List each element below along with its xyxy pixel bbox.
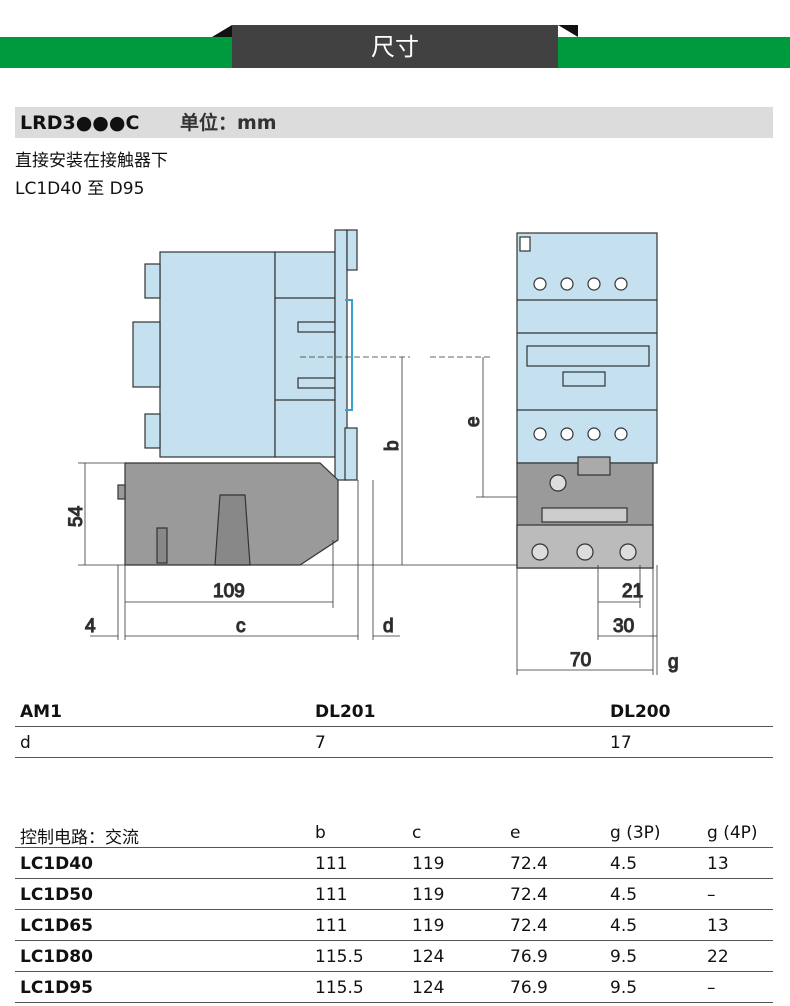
value-cell: 119 — [412, 885, 445, 905]
unit-label: 单位：mm — [180, 112, 277, 134]
model-cell: LC1D50 — [20, 885, 93, 905]
value-cell: 124 — [412, 947, 445, 967]
mounting-note: 直接安装在接触器下 — [15, 151, 168, 171]
cell: d — [20, 733, 31, 753]
product-model: LRD3●●●C — [20, 112, 140, 134]
value-cell: – — [707, 978, 716, 998]
dim-g: g — [668, 652, 679, 673]
front-view-relay — [516, 456, 654, 569]
table-row: LC1D50 111 119 72.4 4.5 – — [15, 879, 773, 910]
front-view-contactor — [516, 232, 658, 464]
section-title: 尺寸 — [212, 25, 578, 68]
value-cell: 124 — [412, 978, 445, 998]
model-cell: LC1D40 — [20, 854, 93, 874]
dim-e: e — [463, 416, 484, 427]
header-cell: g (3P) — [610, 823, 661, 843]
table-row: LC1D80 115.5 124 76.9 9.5 22 — [15, 941, 773, 972]
value-cell: 119 — [412, 854, 445, 874]
value-cell: 111 — [315, 885, 348, 905]
range-note: LC1D40 至 D95 — [15, 179, 145, 199]
dim-4: 4 — [85, 616, 96, 637]
dim-c: c — [236, 616, 246, 637]
dim-30: 30 — [613, 616, 634, 637]
value-cell: 4.5 — [610, 885, 638, 905]
side-view-relay — [117, 462, 339, 566]
dimension-table-header: 控制电路：交流 b c e g (3P) g (4P) — [15, 817, 773, 848]
value-cell: 13 — [707, 916, 729, 936]
table-row: LC1D65 111 119 72.4 4.5 13 — [15, 910, 773, 941]
model-cell: LC1D95 — [20, 978, 93, 998]
side-view-contactor — [132, 229, 410, 481]
rail-table-header: AM1 DL201 DL200 — [15, 696, 773, 727]
value-cell: 115.5 — [315, 978, 364, 998]
header-cell: c — [412, 823, 422, 843]
header-cell: g (4P) — [707, 823, 758, 843]
dim-d: d — [383, 616, 394, 637]
table-row: LC1D95 115.5 124 76.9 9.5 – — [15, 972, 773, 1003]
value-cell: 4.5 — [610, 916, 638, 936]
header-cell: DL200 — [610, 702, 671, 722]
cell: 7 — [315, 733, 326, 753]
value-cell: 9.5 — [610, 947, 638, 967]
dimension-table: 控制电路：交流 b c e g (3P) g (4P) LC1D40 111 119… — [15, 817, 773, 1003]
value-cell: 115.5 — [315, 947, 364, 967]
dim-54: 54 — [66, 505, 87, 527]
product-bar: LRD3●●●C 单位：mm — [15, 107, 773, 138]
value-cell: 9.5 — [610, 978, 638, 998]
dim-109: 109 — [213, 581, 245, 602]
value-cell: 72.4 — [510, 854, 548, 874]
header-cell: e — [510, 823, 521, 843]
value-cell: 111 — [315, 916, 348, 936]
value-cell: 72.4 — [510, 916, 548, 936]
cell: 17 — [610, 733, 632, 753]
dim-70: 70 — [570, 650, 591, 671]
value-cell: 111 — [315, 854, 348, 874]
header-cell: b — [315, 823, 326, 843]
table-row: d 7 17 — [15, 727, 773, 758]
value-cell: 76.9 — [510, 978, 548, 998]
value-cell: 13 — [707, 854, 729, 874]
value-cell: 76.9 — [510, 947, 548, 967]
header-cell: AM1 — [20, 702, 62, 722]
dimension-drawing: 54 109 4 c d b e 21 30 70 g — [65, 229, 679, 675]
header-cell: 控制电路：交流 — [20, 828, 139, 848]
value-cell: – — [707, 885, 716, 905]
header-cell: DL201 — [315, 702, 376, 722]
rail-table: AM1 DL201 DL200 d 7 17 — [15, 696, 773, 758]
value-cell: 4.5 — [610, 854, 638, 874]
model-cell: LC1D65 — [20, 916, 93, 936]
value-cell: 72.4 — [510, 885, 548, 905]
table-row: LC1D40 111 119 72.4 4.5 13 — [15, 848, 773, 879]
dimension-lines — [78, 356, 658, 675]
dim-21: 21 — [622, 581, 643, 602]
dim-b: b — [382, 440, 403, 451]
value-cell: 22 — [707, 947, 729, 967]
value-cell: 119 — [412, 916, 445, 936]
model-cell: LC1D80 — [20, 947, 93, 967]
